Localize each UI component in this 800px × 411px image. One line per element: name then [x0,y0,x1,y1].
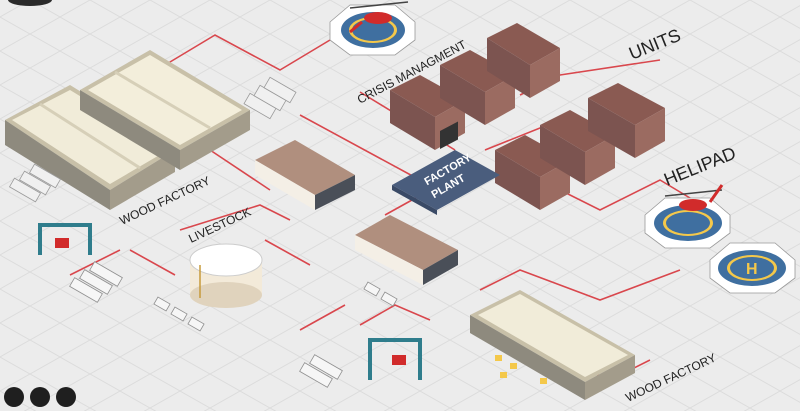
units-buildings [495,83,665,210]
wood-factory-bottom-building [470,290,635,400]
wood-factory-left-building-2 [80,50,250,170]
timber-stacks [8,76,297,203]
truck-icon [69,261,398,388]
livestock-house-2 [355,215,458,285]
helipad-h-icon: H [746,261,758,278]
helicopter-icon [349,1,409,34]
forklifts [495,355,547,384]
helipad-right-1 [644,184,731,249]
pager-dot-icon-2[interactable] [30,387,50,407]
helicopter-icon-2 [664,184,724,211]
corner-shape [8,0,52,6]
helipad-top [329,1,416,56]
gantry-crane-icon-2 [368,338,422,380]
silo-tank-icon [189,243,263,308]
pager-dot-icon-1[interactable] [4,387,24,407]
gantry-crane-icon [38,223,92,255]
pager-dot-icon-3[interactable] [56,387,76,407]
wood-factory-left-building [5,85,175,210]
livestock-house-1 [255,140,355,210]
helipad-right-2: H [709,242,796,294]
connector-lines [69,34,711,381]
pager-dots [4,387,76,407]
factory-plant-pad: FACTORY PLANT [392,150,500,215]
crisis-management-buildings [390,23,560,150]
